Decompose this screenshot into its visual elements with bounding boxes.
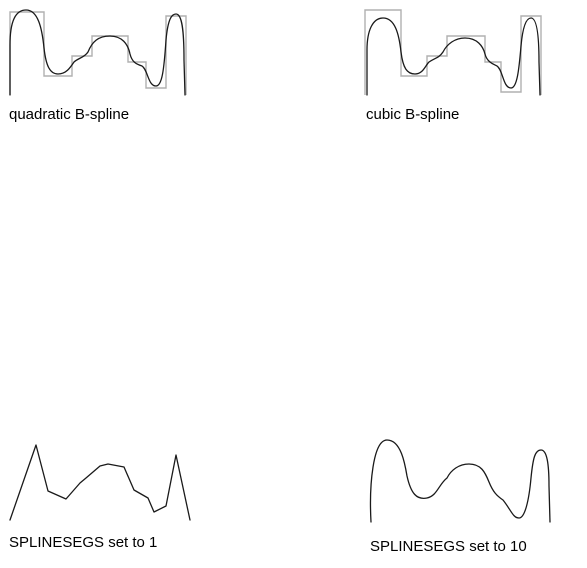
quadratic-bspline-drawing <box>9 9 187 96</box>
splinesegs-10-drawing <box>369 439 551 523</box>
cubic-bspline-caption: cubic B-spline <box>366 106 460 123</box>
splinesegs-1-curve <box>9 444 191 521</box>
cubic-spline-curve <box>366 17 541 96</box>
cubic-control-frame <box>364 9 542 95</box>
splinesegs-1-caption: SPLINESEGS set to 1 <box>9 534 158 551</box>
quadratic-bspline-figure <box>0 0 200 100</box>
splinesegs-10-figure <box>355 430 555 530</box>
quadratic-spline-curve <box>9 9 186 96</box>
splinesegs-1-figure <box>0 430 200 530</box>
splinesegs-1-drawing <box>9 444 191 521</box>
splinesegs-10-caption: SPLINESEGS set to 10 <box>370 538 527 555</box>
splinesegs-10-curve <box>369 439 551 523</box>
cubic-bspline-figure <box>355 0 555 100</box>
quadratic-bspline-caption: quadratic B-spline <box>9 106 130 123</box>
cubic-bspline-drawing <box>364 9 542 96</box>
